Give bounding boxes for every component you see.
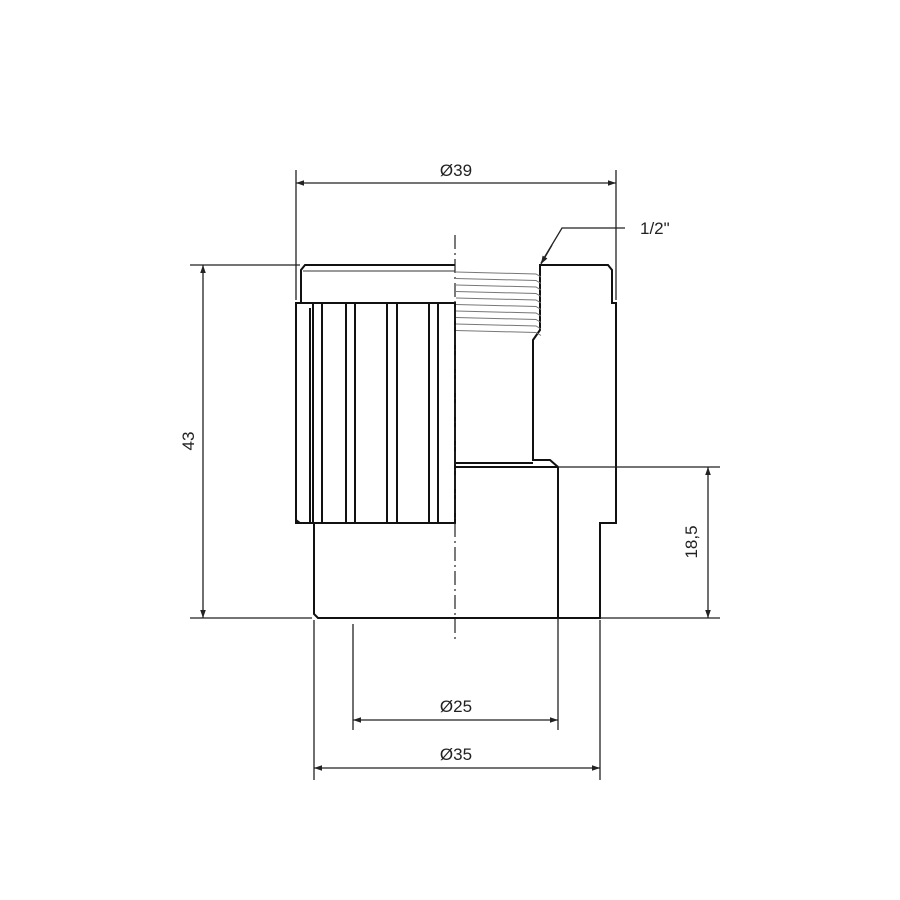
dim-socket-outer-diameter: Ø35 xyxy=(313,620,601,780)
thread-line xyxy=(455,284,542,291)
dim-socket-depth: 18,5 xyxy=(558,466,720,619)
dim-label-thread: 1/2" xyxy=(640,219,670,238)
dim-label-socket-outer-diameter: Ø35 xyxy=(440,745,472,764)
ribs xyxy=(295,302,456,524)
dim-label-length: 43 xyxy=(179,432,198,451)
thread-line xyxy=(455,271,542,278)
thread-line xyxy=(455,330,542,336)
thread xyxy=(455,271,542,336)
thread-line xyxy=(455,304,542,310)
dim-label-inner-diameter: Ø25 xyxy=(440,697,472,716)
dim-label-socket-depth: 18,5 xyxy=(682,525,701,558)
thread-line xyxy=(455,297,542,304)
dim-thread: 1/2" xyxy=(540,219,670,265)
thread-line xyxy=(455,317,542,323)
thread-line xyxy=(455,278,542,284)
section-hatch xyxy=(532,264,617,619)
thread-line xyxy=(455,323,542,330)
thread-line xyxy=(455,310,542,317)
dim-length: 43 xyxy=(179,264,312,619)
fitting-body xyxy=(295,264,558,619)
dim-outer-diameter: Ø39 xyxy=(295,161,617,300)
dim-inner-diameter: Ø25 xyxy=(352,618,559,730)
dim-label-outer-diameter: Ø39 xyxy=(440,161,472,180)
thread-line xyxy=(455,291,542,297)
